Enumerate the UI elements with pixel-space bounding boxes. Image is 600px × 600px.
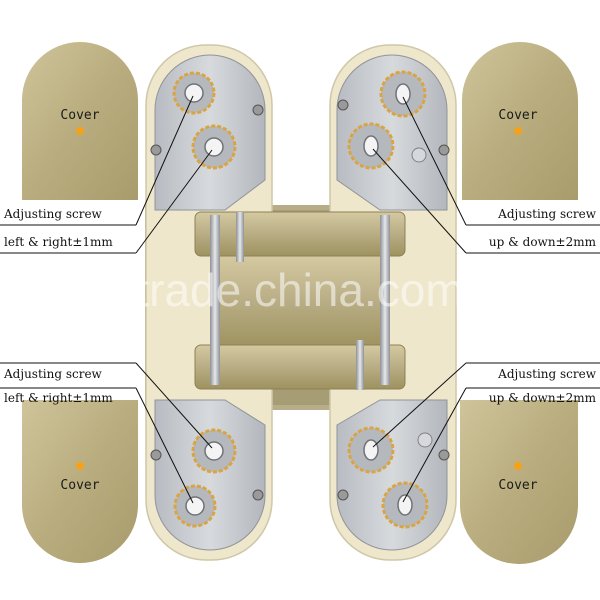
screw-top-left-1: [172, 71, 216, 115]
screw-bottom-right-2: [381, 481, 429, 529]
cover-dot-icon: [76, 127, 84, 135]
cover-top-left: Cover: [22, 42, 138, 200]
cover-bottom-right: Cover: [460, 400, 578, 564]
callout-bottom-left-line1: Adjusting screw: [3, 367, 103, 381]
cover-label: Cover: [498, 478, 537, 493]
screw-bottom-left-2: [173, 484, 217, 528]
watermark: trade.china.com: [136, 264, 463, 316]
cover-top-right: Cover: [462, 42, 578, 200]
screw-top-right-2: [347, 122, 395, 170]
cover-label: Cover: [60, 108, 99, 123]
callout-top-right-line1: Adjusting screw: [497, 207, 597, 221]
cover-dot-icon: [514, 462, 522, 470]
callout-bottom-left-line2: left & right±1mm: [4, 391, 113, 405]
cover-dot-icon: [514, 127, 522, 135]
cover-bottom-left: Cover: [22, 400, 138, 563]
cover-dot-icon: [76, 462, 84, 470]
cover-label: Cover: [60, 478, 99, 493]
callout-top-right-line2: up & down±2mm: [489, 235, 597, 249]
screw-top-left-2: [191, 124, 237, 170]
callout-bottom-right-line1: Adjusting screw: [497, 367, 597, 381]
screw-top-right-1: [379, 70, 427, 118]
callout-top-left-line1: Adjusting screw: [3, 207, 103, 221]
screw-bottom-left-1: [191, 428, 237, 474]
callout-top-left-line2: left & right±1mm: [4, 235, 113, 249]
callout-lines: [0, 95, 600, 504]
callout-bottom-right-line2: up & down±2mm: [489, 391, 597, 405]
cover-label: Cover: [498, 108, 537, 123]
